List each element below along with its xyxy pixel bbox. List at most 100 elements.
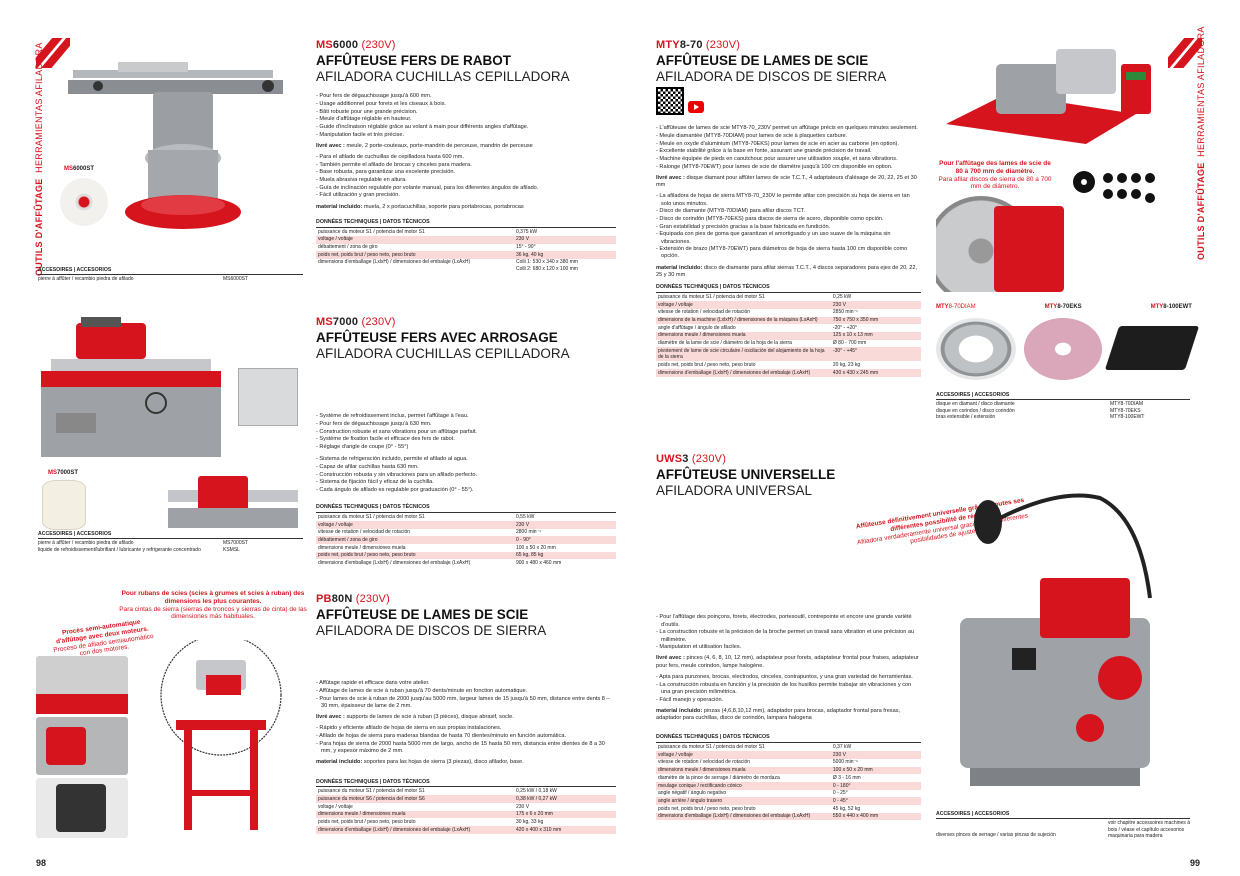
list-item: También permite el afilado de brocas y c… xyxy=(316,162,616,169)
list-item: Bâti robuste pour une grande précision. xyxy=(316,109,616,116)
ms6000-accessories: ACCESOIRES | ACCESORIOS pierre à affûter… xyxy=(38,267,303,283)
ms7000-subtitle: AFILADORA CUCHILLAS CEPILLADORA xyxy=(316,345,570,361)
sidebar-label-left: OUTILS D'AFFÛTAGE HERRAMIENTAS AFILADORA xyxy=(34,42,44,276)
table-row: poids net, poids brut / peso neto, peso … xyxy=(316,551,616,560)
list-item: Affûtage rapide et efficace dans votre a… xyxy=(316,680,616,687)
list-item: Pour l'affûtage des poinçons, forets, él… xyxy=(656,614,921,629)
table-row: puissance du moteur S1 / potencia del mo… xyxy=(318,513,535,520)
list-item: Système de refroidissement inclus, perme… xyxy=(316,413,616,420)
table-row: puissance du moteur S1 / potencia del mo… xyxy=(318,228,538,235)
list-item: Affûtage de lames de scie à ruban jusqu'… xyxy=(316,688,616,695)
list-item: Para el afilado de cuchuillas de cepilla… xyxy=(316,154,616,161)
ms7000-tech-header: DONNÉES TECHNIQUES | DATOS TÉCNICOS xyxy=(316,504,616,513)
table-row: dimensions d'emballage (LxlxH) / dimensi… xyxy=(318,259,578,272)
youtube-icon[interactable] xyxy=(688,101,704,114)
list-item: L'affûteuse de lames de scie MTY8-70_230… xyxy=(656,125,921,132)
pb80n-callout-1: Pour rubans de scies (scies à grumes et … xyxy=(119,590,307,621)
mty8-tech-table: puissance du moteur S1 / potencia del mo… xyxy=(656,293,921,377)
mty8-accessory-labels: MTY8-70DIAM MTY8-70EKS MTY8-100EWT xyxy=(936,304,1192,312)
mty8-es-list: La afiladora de hojas de sierra MTY8-70_… xyxy=(656,193,921,260)
table-row: angle d'affûtage / ángulo de afilado-20°… xyxy=(658,324,858,331)
ms6000-code: MS6000 (230V) xyxy=(316,39,396,51)
table-row: vitesse de rotation / velocidad de rotac… xyxy=(318,529,541,536)
list-item: Pour fers de dégauchissage jusqu'à 600 m… xyxy=(316,93,616,100)
table-row: dimensions d'emballage (LxlxH) / dimensi… xyxy=(318,560,562,566)
list-item: Capaz de afilar cuchillas hasta 630 mm. xyxy=(316,464,616,471)
uws3-code: UWS3 (230V) xyxy=(656,453,727,465)
ms7000-accessories: ACCESOIRES | ACCESORIOS pierre à affûter… xyxy=(38,531,303,553)
ms6000st-label: MS6000ST xyxy=(64,166,95,172)
mty8-corundum-disc-image xyxy=(1024,318,1102,380)
mty8-fr-included: livré avec : disque diamant pour affûter… xyxy=(656,174,917,189)
mty8-es-included: material incluido: disco de diamante par… xyxy=(656,264,918,279)
mty8-machine-image xyxy=(936,44,1166,154)
table-row: vitesse de rotation / velocidad de rotac… xyxy=(658,759,858,766)
mty8-100ewt-label: MTY8-100EWT xyxy=(1150,304,1192,310)
list-item: Pour lames de scie à ruban de 2000 jusqu… xyxy=(316,696,616,711)
qr-code-icon[interactable] xyxy=(656,87,684,116)
ms7000-es-list: Sistema de refrigeración incluido, permi… xyxy=(316,456,616,494)
page-number-left: 98 xyxy=(36,858,47,868)
pb80n-tech-table: puissance du moteur S1 / potencia del mo… xyxy=(316,788,616,834)
ms6000-subtitle: AFILADORA CUCHILLAS CEPILLADORA xyxy=(316,68,570,84)
list-item: Apta para punzones, brocas, electrodos, … xyxy=(656,674,921,681)
ms7000-tank-image xyxy=(238,368,298,426)
accessory-row: pierre à affûter / recambio piedra de af… xyxy=(38,540,249,547)
uws3-acc-item: diverses pinces de serrage / varias pinz… xyxy=(936,832,1056,839)
pb80n-detail-images xyxy=(36,656,128,842)
list-item: Usage additionnel pour forets et les cis… xyxy=(316,101,616,108)
list-item: Manipulation facile et très précise. xyxy=(316,132,616,139)
table-row: poids net, poids brut / peso neto, peso … xyxy=(658,362,861,369)
ms6000-fr-list: Pour fers de dégauchissage jusqu'à 600 m… xyxy=(316,93,616,139)
list-item: La afiladora de hojas de sierra MTY8-70_… xyxy=(656,193,921,208)
ms7000-fr-list: Système de refroidissement inclus, perme… xyxy=(316,413,616,451)
ms6000-es-list: Para el afilado de cuchuillas de cepilla… xyxy=(316,154,616,200)
mty8-70eks-label: MTY8-70EKS xyxy=(1044,304,1082,310)
pb80n-subtitle: AFILADORA DE DISCOS DE SIERRA xyxy=(316,622,547,638)
pb80n-section: PB80N (230V) AFFÛTEUSE DE LAMES DE SCIE … xyxy=(316,592,616,834)
table-row: diamètre de la lame de scie / diámetro d… xyxy=(658,340,867,347)
list-item: Equipada con pies de goma que garantizan… xyxy=(656,231,921,246)
pb80n-code: PB80N (230V) xyxy=(316,593,390,605)
pb80n-fr-list: Affûtage rapide et efficace dans votre a… xyxy=(316,680,616,710)
list-item: Guide d'inclinaison réglable grâce au vo… xyxy=(316,124,616,131)
list-item: Para hojas de sierra de 2000 hasta 5000 … xyxy=(316,741,616,756)
ms7000-code: MS7000 (230V) xyxy=(316,316,396,328)
list-item: Construction robuste et sans vibrations … xyxy=(316,429,616,436)
uws3-fr-list: Pour l'affûtage des poinçons, forets, él… xyxy=(656,614,921,651)
mty8-tech-header: DONNÉES TECHNIQUES | DATOS TÉCNICOS xyxy=(656,284,921,293)
list-item: Extensión de brazo (MTY8-70EWT) para diá… xyxy=(656,246,921,261)
mty8-code: MTY8-70 (230V) xyxy=(656,39,741,51)
list-item: Disco de corindón (MTY8-70EKS) para disc… xyxy=(656,216,921,223)
page-number-right: 99 xyxy=(1190,858,1201,868)
ms7000-tech-table: puissance du moteur S1 / potencia del mo… xyxy=(316,513,616,567)
list-item: La construcción robusta en función y la … xyxy=(656,682,921,697)
uws3-machine-image xyxy=(940,478,1180,803)
table-row: dimensions d'emballage (LxlxH) / dimensi… xyxy=(656,812,921,821)
uws3-accessories: ACCESOIRES | ACCESORIOS diverses pinces … xyxy=(936,811,1190,840)
mty8-section: MTY8-70 (230V) AFFÛTEUSE DE LAMES DE SCI… xyxy=(656,38,921,377)
list-item: Ralonge (MTY8-70EWT) pour lames de scie … xyxy=(656,164,921,171)
table-row: poids net, poids brut / peso neto, peso … xyxy=(318,819,544,826)
accessory-row: liquide de refroidissement/lubrifiant / … xyxy=(38,546,240,553)
table-row: puissance du moteur S1 / potencia del mo… xyxy=(318,788,557,795)
list-item: Meule diamantée (MTY8-70DIAM) pour lames… xyxy=(656,133,921,140)
pb80n-tech-header: DONNÉES TECHNIQUES | DATOS TÉCNICOS xyxy=(316,779,616,788)
list-item: Pour fers de dégauchissage jusqu'à 630 m… xyxy=(316,421,616,428)
list-item: Réglage d'angle de coupe (0° - 55°) xyxy=(316,444,616,451)
ms6000-tech-header: DONNÉES TECHNIQUES | DATOS TÉCNICOS xyxy=(316,219,616,228)
ms6000-tech-table: puissance du moteur S1 / potencia del mo… xyxy=(316,228,616,273)
table-row: puissance du moteur S1 / potencia del mo… xyxy=(658,294,852,301)
table-row: dimensions d'emballage (LxlxH) / dimensi… xyxy=(316,826,616,834)
ms6000-fr-included: livré avec : meule, 2 porte-couteaux, po… xyxy=(316,142,533,149)
uws3-subtitle: AFILADORA UNIVERSAL xyxy=(656,482,813,498)
